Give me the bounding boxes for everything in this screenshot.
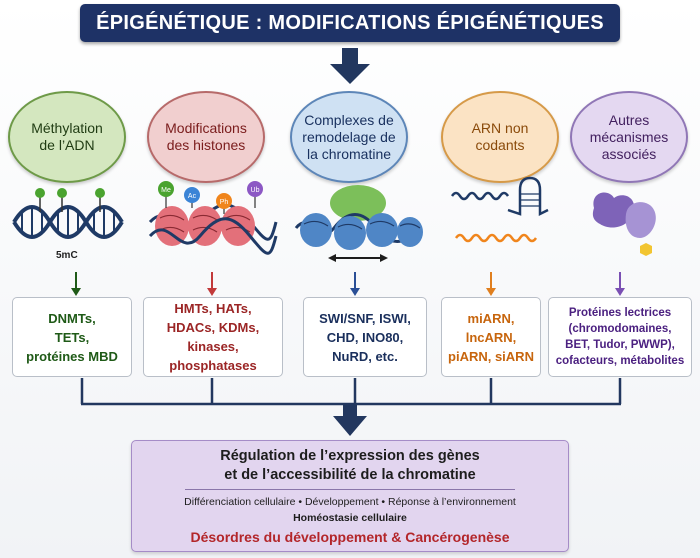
box-4-line-2: BET, Tudor, PWWP), (565, 339, 675, 351)
outcome-summary-box: Régulation de l’expression des gènes et … (131, 440, 569, 552)
oval-1-line-0: Modifications (165, 120, 247, 136)
box-0-line-0: DNMTs, (48, 310, 96, 326)
dna-methylation-enzymes-box: DNMTs, TETs, protéines MBD (12, 297, 132, 377)
rna-icon (450, 176, 549, 243)
mark-me-label: Me (161, 187, 171, 194)
oval-2-line-2: la chromatine (306, 145, 392, 162)
box-3-line-1: lncARN, (465, 329, 517, 345)
connector-arrows (71, 272, 625, 296)
box-3-line-0: miARN, (467, 310, 515, 326)
box-4-line-3: cofacteurs, métabolites (555, 355, 685, 367)
page-title: ÉPIGÉNÉTIQUE : MODIFICATIONS ÉPIGÉNÉTIQU… (80, 4, 620, 42)
oval-0-line-1: de l’ADN (39, 137, 95, 153)
mark-ac-label: Ac (188, 193, 197, 200)
reader-protein-icon (592, 192, 656, 256)
histone-icon: Me Ac Ph Ub (148, 181, 278, 255)
bottom-arrow-icon (333, 404, 367, 436)
box-1-line-1: HDACs, KDMs, (166, 320, 260, 335)
summary-line-3: Différenciation cellulaire • Développeme… (184, 496, 516, 508)
summary-line-2: et de l’accessibilité de la chromatine (224, 467, 476, 483)
mark-ub-label: Ub (251, 187, 260, 194)
oval-4-line-1: mécanismes (589, 128, 669, 145)
box-3-line-2: piARN, siARN (448, 348, 534, 364)
box-0-line-1: TETs, (54, 329, 90, 345)
summary-divider (185, 489, 515, 490)
other-mechanisms-box: Protéines lectrices (chromodomaines, BET, … (548, 297, 692, 377)
oval-0-line-0: Méthylation (31, 120, 103, 136)
box-1-line-2: kinases, phosphatases (169, 339, 257, 373)
chromatin-remodeler-icon (294, 185, 423, 262)
box-4-line-0: Protéines lectrices (568, 307, 672, 319)
box-2-line-2: NuRD, etc. (332, 348, 398, 364)
box-2-line-1: CHD, INO80, (326, 329, 404, 345)
oval-3-line-1: codants (475, 137, 525, 153)
box-1-line-0: HMTs, HATs, (174, 301, 252, 316)
histone-enzymes-box: HMTs, HATs, HDACs, KDMs, kinases, phosphat… (143, 297, 283, 377)
summary-line-1: Régulation de l’expression des gènes (220, 448, 480, 464)
oval-2-line-0: Complexes de (304, 111, 394, 128)
oval-2-line-1: remodelage de (302, 128, 396, 145)
oval-4-line-2: associés (601, 145, 657, 162)
summary-line-4: Homéostasie cellulaire (293, 512, 407, 524)
dna-methylation-icon (12, 188, 124, 239)
5mc-label: 5mC (56, 250, 78, 261)
box-4-line-1: (chromodomaines, (568, 323, 672, 335)
box-0-line-2: protéines MBD (26, 348, 118, 364)
merge-bracket (80, 378, 622, 406)
oval-1-line-1: des histones (166, 137, 246, 153)
noncoding-rna-box: miARN, lncARN, piARN, siARN (441, 297, 541, 377)
top-arrow-icon (330, 48, 370, 84)
oval-4-line-0: Autres (608, 111, 650, 128)
oval-3-line-0: ARN non (471, 120, 529, 136)
remodeling-complexes-box: SWI/SNF, ISWI, CHD, INO80, NuRD, etc. (303, 297, 427, 377)
summary-line-5: Désordres du développement & Cancérogenè… (190, 529, 510, 545)
box-2-line-0: SWI/SNF, ISWI, (319, 310, 411, 326)
mark-ph-label: Ph (220, 199, 229, 206)
